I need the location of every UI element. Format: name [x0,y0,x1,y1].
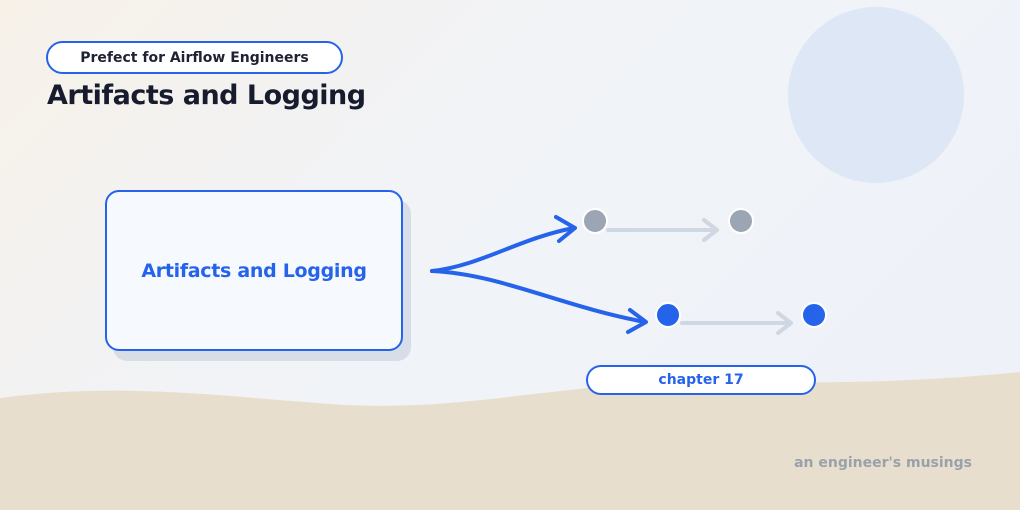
series-badge-label: Prefect for Airflow Engineers [80,49,309,66]
branch-arrow-upper-head [554,215,577,243]
lower-flow-arrowhead [776,311,793,335]
sand-dune [0,372,1020,510]
lower-start-node [655,302,681,328]
branch-arrow-upper [430,226,576,273]
chapter-badge-label: chapter 17 [658,372,744,388]
chapter-badge: chapter 17 [586,365,816,395]
upper-flow-arrowhead [702,218,719,242]
upper-start-node [582,208,608,234]
page-title: Artifacts and Logging [47,80,366,111]
topic-card: Artifacts and Logging [105,190,403,351]
branch-arrow-lower-head [626,308,648,334]
topic-card-label: Artifacts and Logging [141,259,367,282]
decorative-sun-circle [788,7,964,183]
footer-signature: an engineer's musings [794,455,972,471]
branch-arrow-lower [430,269,647,324]
series-badge: Prefect for Airflow Engineers [46,41,343,74]
lower-end-node [801,302,827,328]
upper-end-node [728,208,754,234]
